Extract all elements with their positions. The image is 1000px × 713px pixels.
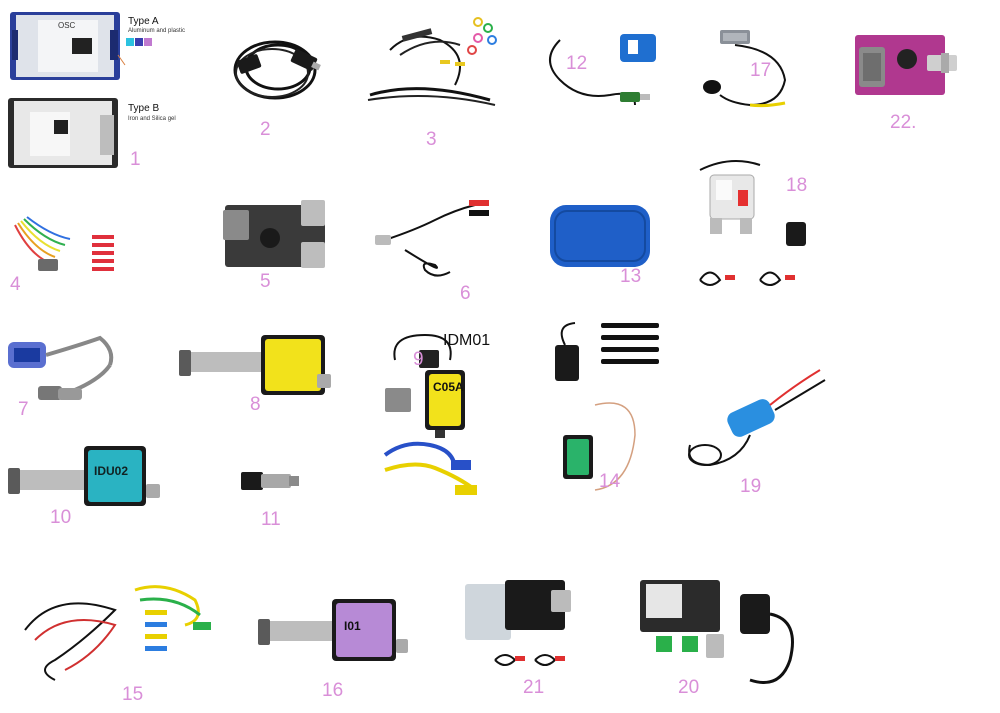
item-13-carrying-case: 13 <box>545 195 655 290</box>
type-b-sub: Iron and Silica gel <box>128 116 176 122</box>
test-leads-image <box>24 585 211 681</box>
item-2-usb-cable: 2 <box>220 15 340 145</box>
item-number: 8 <box>250 394 261 415</box>
oscilloscope-image <box>8 12 152 168</box>
usb-cable-image <box>233 40 321 100</box>
type-a-sub: Aluminum and plastic <box>128 28 186 34</box>
item-number: 20 <box>678 677 700 698</box>
item-number: 10 <box>50 507 72 528</box>
idm01-label: IDM01 <box>443 332 491 349</box>
item-number: 4 <box>10 274 21 295</box>
item-12-current-sensor: 12 <box>540 20 670 115</box>
carrying-case-image <box>550 205 650 267</box>
item-8-idm01-module: IDM01 8 <box>175 330 490 420</box>
item-number: 5 <box>260 271 271 292</box>
item-22-trigger-board: 22. <box>845 25 965 135</box>
type-a-title: Type A <box>128 16 159 27</box>
item-number: 1 <box>130 149 141 170</box>
osc-label: OSC <box>58 21 76 30</box>
idu02-module-image <box>8 446 160 506</box>
power-kit-image <box>640 580 794 684</box>
item-number: 14 <box>599 471 621 492</box>
item-number: 3 <box>426 129 437 150</box>
item-number: 18 <box>786 175 808 196</box>
item-9-c05a-probe: C05A 9 <box>375 320 490 510</box>
item-number: 12 <box>566 53 588 74</box>
item-6-bnc-clips: 6 <box>365 180 495 305</box>
item-14-current-kit: 14 <box>535 315 670 520</box>
bnc-clips-image <box>375 200 489 277</box>
bnc-adapter-image <box>241 472 299 490</box>
differential-probe-image <box>688 369 826 467</box>
idu02-label: IDU02 <box>94 464 129 478</box>
shield-board-image <box>465 580 571 666</box>
otg-adapter-image <box>8 335 114 400</box>
item-7-otg-adapter: 7 <box>0 320 130 425</box>
i01-module-image <box>258 599 408 661</box>
current-kit-image <box>555 322 659 491</box>
item-10-idu02-module: IDU02 10 <box>0 440 165 530</box>
item-19-differential-probe: 19 <box>680 365 835 500</box>
item-number: 2 <box>260 119 271 140</box>
isolation-kit-image <box>699 160 806 286</box>
item-number: 22. <box>890 112 917 133</box>
item-number: 17 <box>750 60 772 81</box>
idm01-module-image <box>179 335 331 395</box>
ribbon-cable-image <box>14 216 114 271</box>
probes-image <box>367 17 497 106</box>
item-21-shield-board: 21 <box>455 570 600 705</box>
item-20-power-kit: 20 <box>630 570 810 705</box>
item-number: 13 <box>620 266 642 287</box>
current-sensor-image <box>549 34 656 106</box>
c05a-probe-image <box>383 333 477 495</box>
type-b-title: Type B <box>128 103 160 114</box>
item-number: 19 <box>740 476 762 497</box>
item-number: 21 <box>523 677 545 698</box>
adapter-board-image <box>223 200 325 268</box>
item-number: 6 <box>460 283 471 304</box>
item-number: 15 <box>122 684 144 705</box>
item-number: 11 <box>261 509 281 530</box>
item-1-oscilloscope: OSC Type A Aluminum and plastic Type B I… <box>0 0 200 180</box>
item-5-adapter-board: 5 <box>215 190 335 300</box>
c05a-label: C05A <box>433 380 464 394</box>
item-15-test-leads: 15 <box>15 570 215 710</box>
item-number: 9 <box>413 349 424 370</box>
item-number: 16 <box>322 680 344 701</box>
item-number: 7 <box>18 399 29 420</box>
item-17-microphone: 17 <box>690 25 800 115</box>
trigger-board-image <box>855 35 957 95</box>
item-16-i01-module: I01 16 <box>250 595 410 705</box>
i01-label: I01 <box>344 619 361 633</box>
item-4-ribbon-cable: 4 <box>0 205 130 300</box>
item-11-bnc-adapter: 11 <box>235 460 315 530</box>
item-3-probes: 3 <box>360 10 510 150</box>
item-18-isolation-kit: 18 <box>690 150 825 310</box>
microphone-image <box>703 30 787 108</box>
